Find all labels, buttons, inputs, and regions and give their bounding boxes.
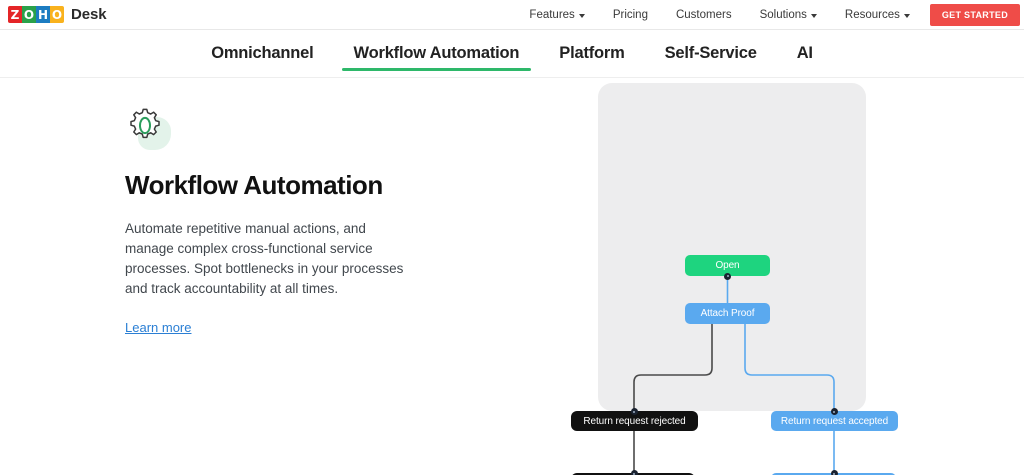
main-content: Workflow Automation Automate repetitive … (0, 78, 1024, 475)
connector-dot-rejected[interactable] (630, 408, 638, 415)
brand-logo[interactable]: Z O H O Desk (8, 6, 107, 23)
brand-name: Desk (71, 6, 107, 23)
nav-item-pricing[interactable]: Pricing (599, 0, 662, 29)
zoho-logo-icon: Z O H O (8, 6, 64, 23)
tab-self-service[interactable]: Self-Service (664, 44, 757, 62)
nav-item-resources[interactable]: Resources (831, 0, 924, 29)
nav-label-solutions: Solutions (759, 8, 807, 21)
workflow-diagram-panel (598, 83, 866, 411)
workflow-nodes: Open Attach Proof Return request rejecte… (0, 78, 1024, 475)
learn-more-link[interactable]: Learn more (125, 320, 192, 335)
nav-label-resources: Resources (844, 8, 900, 21)
workflow-node-return-request-rejected[interactable]: Return request rejected (571, 411, 698, 431)
nav-item-features[interactable]: Features (515, 0, 598, 29)
gear-icon-glyph (130, 108, 160, 139)
nav-item-customers[interactable]: Customers (662, 0, 746, 29)
tab-platform[interactable]: Platform (559, 44, 625, 62)
connector-dot-notify[interactable] (630, 470, 638, 475)
workflow-node-open[interactable]: Open (685, 255, 770, 276)
nav-item-solutions[interactable]: Solutions (746, 0, 831, 29)
connector-dot-accepted[interactable] (830, 408, 838, 415)
page-title: Workflow Automation (125, 170, 383, 200)
logo-letter-o2: O (50, 6, 64, 23)
chevron-down-icon (810, 13, 817, 18)
feature-description-column: Workflow Automation Automate repetitive … (125, 104, 425, 337)
workflow-node-attach-proof[interactable]: Attach Proof (685, 303, 770, 324)
feature-tab-strip: Omnichannel Workflow Automation Platform… (0, 30, 1024, 78)
connector-dot-pickup[interactable] (830, 470, 838, 475)
logo-letter-z: Z (8, 6, 22, 23)
feature-body-text: Automate repetitive manual actions, and … (125, 221, 404, 296)
nav-label-pricing: Pricing (612, 8, 648, 21)
top-navigation-bar: Z O H O Desk Features Pricing Customers … (0, 0, 1024, 30)
logo-letter-o1: O (22, 6, 36, 23)
connector-dot-open[interactable] (724, 272, 731, 280)
nav-label-features: Features (529, 8, 575, 21)
tab-workflow-automation[interactable]: Workflow Automation (334, 30, 540, 77)
gear-icon (125, 104, 171, 150)
nav-label-customers: Customers (675, 8, 732, 21)
logo-letter-h: H (36, 6, 50, 23)
workflow-node-return-request-accepted[interactable]: Return request accepted (771, 411, 898, 431)
chevron-down-icon (578, 13, 585, 18)
chevron-down-icon (903, 13, 910, 18)
tab-omnichannel[interactable]: Omnichannel (211, 44, 314, 62)
get-started-button[interactable]: GET STARTED (929, 3, 1020, 26)
tab-ai[interactable]: AI (796, 44, 813, 62)
primary-nav: Features Pricing Customers Solutions Res… (515, 0, 1024, 29)
